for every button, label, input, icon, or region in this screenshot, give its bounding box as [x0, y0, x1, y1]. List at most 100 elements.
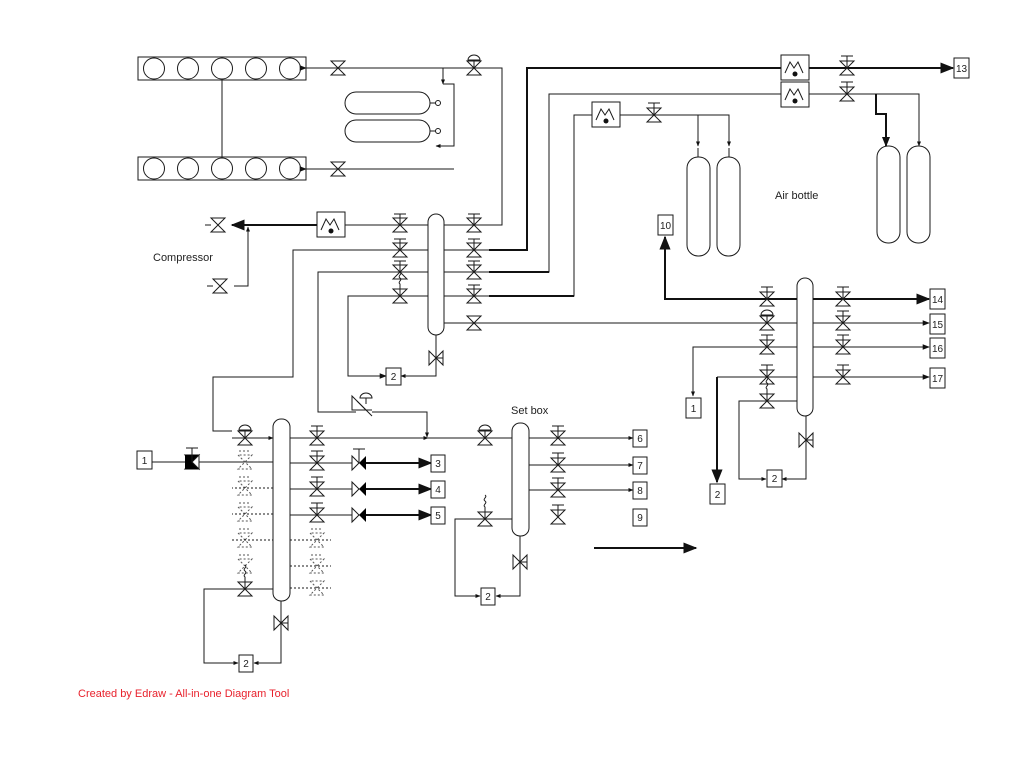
gas-cylinder-bottom: [344, 119, 441, 143]
connector-11: [685, 397, 702, 419]
regulator-valve-top[interactable]: [466, 54, 482, 76]
filter-line-13[interactable]: [780, 54, 810, 81]
valve-left-r3[interactable]: [309, 502, 325, 523]
connector-7: [632, 456, 648, 475]
connector-label: 13: [956, 64, 968, 75]
connector-label: 9: [637, 513, 643, 524]
manifold-middle: [427, 213, 445, 336]
drain-valve-left[interactable]: [273, 615, 289, 631]
air-bottle-4: [906, 143, 931, 244]
valve-left-r1[interactable]: [309, 450, 325, 471]
drain-valve-setbox[interactable]: [512, 554, 528, 570]
valve-right-r2[interactable]: [835, 310, 851, 331]
connector-label: 2: [243, 659, 249, 670]
valve-manifold-l1[interactable]: [392, 213, 408, 233]
valve-line-airbank-left[interactable]: [646, 102, 662, 123]
connector-label: 2: [772, 474, 778, 485]
connector-8: [632, 481, 648, 500]
connector-10: [657, 214, 674, 236]
valve-right-l4[interactable]: [759, 364, 775, 385]
connector-label: 2: [715, 490, 721, 501]
air-bottle-3: [876, 143, 901, 244]
regulator-valve-setbox[interactable]: [477, 424, 493, 446]
valve-right-r4[interactable]: [835, 364, 851, 385]
manifold-right: [796, 277, 814, 417]
connector-14: [929, 288, 946, 310]
valve-manifold-r3[interactable]: [466, 260, 482, 280]
valve-right-l1[interactable]: [759, 286, 775, 307]
valve-right-r3[interactable]: [835, 334, 851, 355]
valve-manifold-r2[interactable]: [466, 238, 482, 258]
drain-valve-mid[interactable]: [428, 350, 444, 366]
connector-label: 1: [142, 456, 148, 467]
connector-5: [430, 506, 446, 525]
connector-16: [929, 337, 946, 359]
regulator-valve-right[interactable]: [759, 309, 775, 331]
dashed-valve-group-left: [236, 450, 254, 574]
connector-9: [632, 508, 648, 527]
connector-label: 15: [932, 320, 944, 331]
valve-right-l3[interactable]: [759, 334, 775, 355]
filter-compressor[interactable]: [316, 211, 346, 238]
connector-label: 14: [932, 295, 944, 306]
connector-2-setbox: [480, 587, 496, 606]
footer-credit: Created by Edraw - All-in-one Diagram To…: [78, 688, 290, 700]
filter-line-airbank-left[interactable]: [591, 101, 621, 128]
connector-label: 6: [637, 434, 643, 445]
valve-line-13[interactable]: [839, 55, 855, 76]
connector-label: 17: [932, 374, 944, 385]
check-valve-4[interactable]: [351, 480, 366, 498]
connector-label: 8: [637, 486, 643, 497]
bottle-bank-bottom: [137, 156, 307, 181]
valve-manifold-r1[interactable]: [466, 213, 482, 233]
check-valve-5[interactable]: [351, 506, 366, 524]
connector-3: [430, 454, 446, 473]
valve-compressor-out[interactable]: [210, 217, 226, 233]
pressure-regulator-angle[interactable]: [351, 392, 373, 417]
valve-manifold-l2[interactable]: [392, 238, 408, 258]
connector-2-left: [238, 654, 254, 673]
valve-left-r0[interactable]: [309, 425, 325, 446]
connector-label: 16: [932, 344, 944, 355]
connector-6: [632, 429, 648, 448]
connector-13: [953, 57, 970, 79]
filter-line-air[interactable]: [780, 81, 810, 108]
manifold-setbox: [511, 422, 530, 537]
dashed-valve-group-right: [308, 528, 326, 596]
regulator-valve-left[interactable]: [237, 424, 253, 446]
connector-label: 3: [435, 459, 441, 470]
connector-label: 4: [435, 485, 441, 496]
valve-compressor-in[interactable]: [212, 278, 228, 294]
valve-left-r2[interactable]: [309, 476, 325, 497]
valve-manifold-l3[interactable]: [392, 260, 408, 280]
valve-line-airbank-right[interactable]: [839, 81, 855, 102]
inlet-valve-filled[interactable]: [183, 447, 201, 471]
air-bottle-1: [686, 148, 711, 257]
valve-setbox-7[interactable]: [550, 452, 566, 473]
check-valve-3[interactable]: [351, 448, 366, 472]
valve-setbox-9[interactable]: [550, 504, 566, 525]
valve-setbox-8[interactable]: [550, 477, 566, 498]
valve-setbox-drain-left[interactable]: [477, 494, 493, 527]
connector-label: 10: [660, 221, 672, 232]
drain-valve-right[interactable]: [798, 432, 814, 448]
bottle-bank-top: [137, 56, 307, 81]
valve-manifold-l4[interactable]: [392, 271, 408, 304]
valve-right-l5[interactable]: [759, 376, 775, 409]
connector-12: [709, 483, 726, 505]
valve-manifold-r4[interactable]: [466, 284, 482, 304]
valve-left-bottom[interactable]: [237, 564, 253, 597]
connector-label: 5: [435, 511, 441, 522]
valve-right-r1[interactable]: [835, 286, 851, 307]
connector-label: 2: [391, 372, 397, 383]
connector-1: [136, 450, 153, 470]
compressor-label: Compressor: [153, 252, 213, 264]
air-bottle-label: Air bottle: [775, 190, 818, 202]
connector-17: [929, 367, 946, 389]
valve-setbox-6[interactable]: [550, 425, 566, 446]
gas-cylinder-top: [344, 91, 441, 115]
connector-4: [430, 480, 446, 499]
connector-15: [929, 313, 946, 335]
connector-label: 2: [485, 592, 491, 603]
